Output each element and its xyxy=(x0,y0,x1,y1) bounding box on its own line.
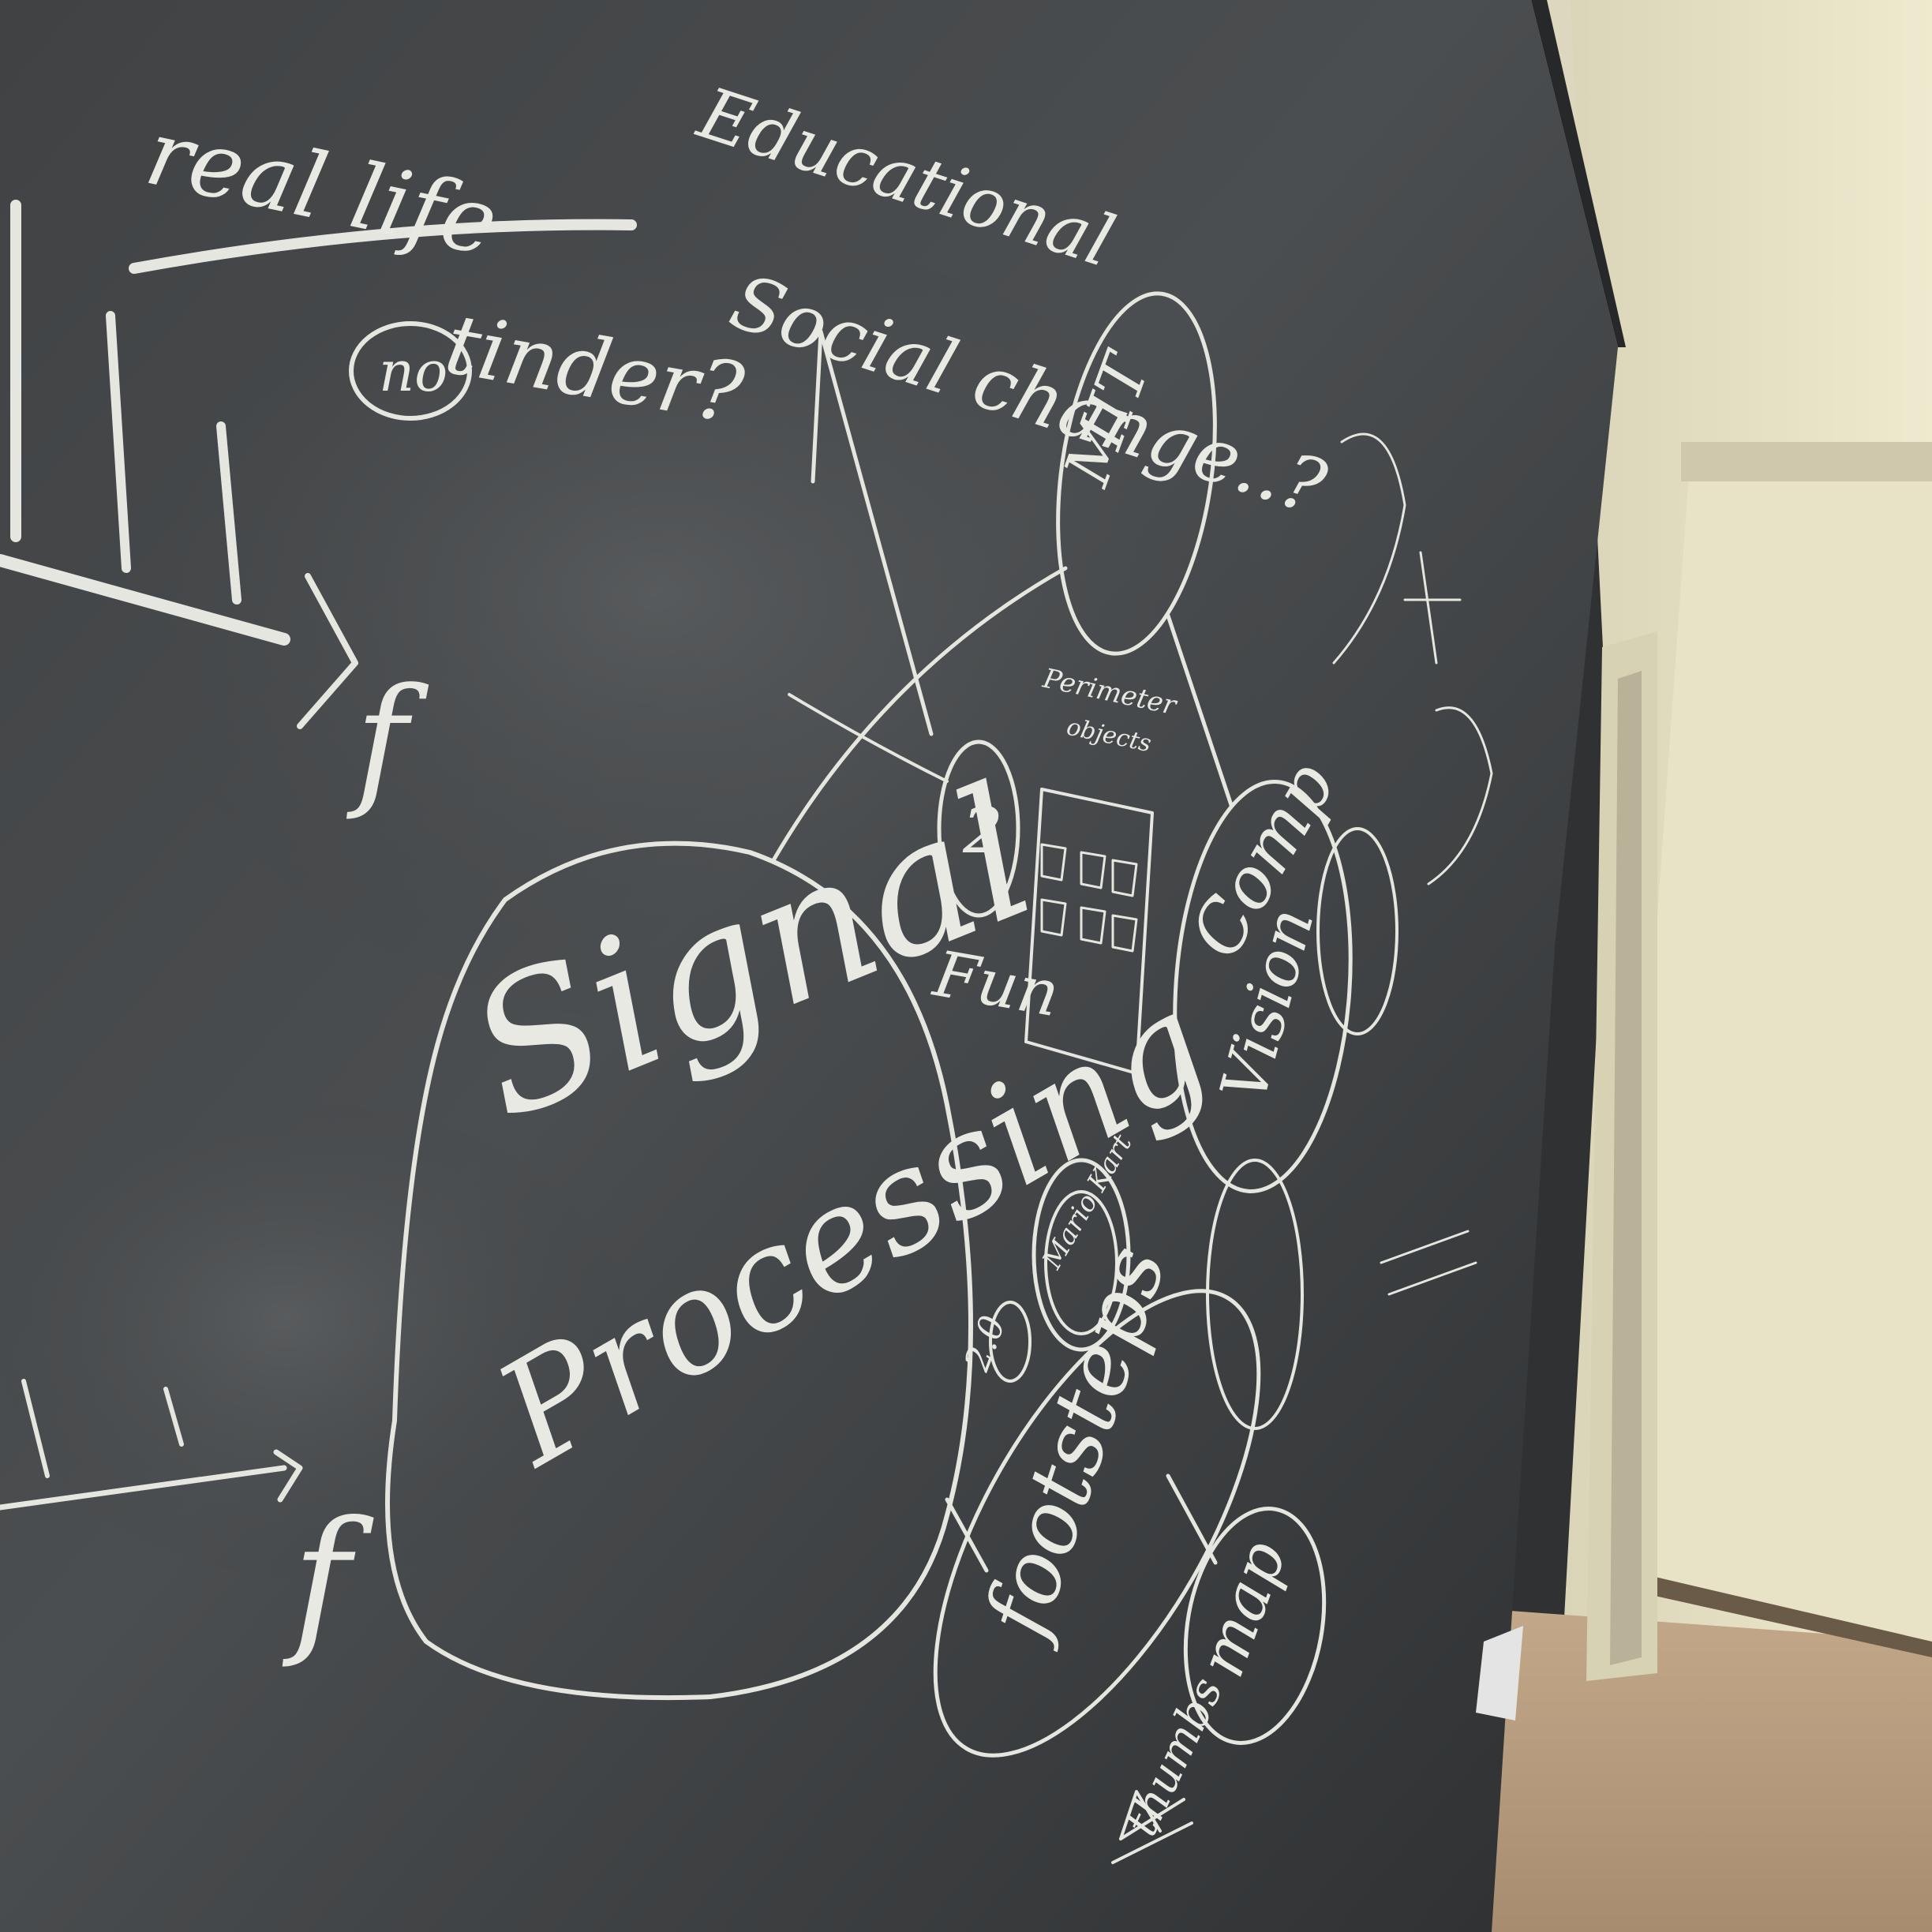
chalk-drawings xyxy=(0,200,1493,1864)
baseboard xyxy=(1594,1563,1932,1657)
text-no: no xyxy=(379,339,447,404)
hallway xyxy=(1452,0,1932,1932)
floor xyxy=(1452,1610,1932,1932)
ceiling-beam xyxy=(1681,442,1932,481)
tape-scrap xyxy=(1476,1626,1523,1720)
eraser-smudge-2 xyxy=(0,1105,631,1578)
text-two: 2 xyxy=(962,794,1003,867)
corridor-wall xyxy=(1610,458,1932,1657)
chalkboard-edge xyxy=(1531,0,1626,347)
eraser-smudge xyxy=(158,237,1263,1026)
door-jamb xyxy=(1610,671,1642,1665)
